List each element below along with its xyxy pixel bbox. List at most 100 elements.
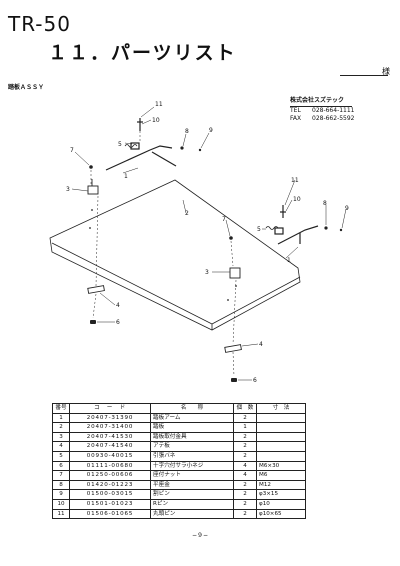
- fax-number: 028-662-5592: [312, 115, 355, 122]
- right-small-parts: [229, 226, 343, 240]
- callout-8b: 8: [323, 200, 327, 207]
- cell-code: 01111-00680: [69, 460, 151, 472]
- cell-qty: 2: [233, 508, 257, 520]
- callout-8a: 8: [185, 128, 189, 135]
- callout-7a: 7: [70, 147, 74, 154]
- cell-qty: 4: [233, 470, 257, 481]
- tel-label: TEL: [290, 107, 301, 114]
- callout-5a: 5: [118, 141, 122, 148]
- callout-4b: 4: [259, 341, 263, 348]
- company-name: 株式会社スズテック: [290, 97, 345, 104]
- cell-no: 2: [52, 422, 70, 433]
- cell-qty: 2: [233, 450, 257, 462]
- callout-6b: 6: [253, 377, 257, 384]
- cell-no: 5: [52, 450, 70, 462]
- cell-no: 11: [52, 508, 70, 520]
- page-number: −９−: [192, 532, 209, 539]
- cell-no: 4: [52, 441, 70, 452]
- cell-no: 8: [52, 479, 70, 491]
- header-qty: 個 数: [233, 403, 257, 414]
- cell-name: 平座金: [150, 479, 234, 491]
- callout-1a: 1: [124, 173, 128, 180]
- cell-qty: 2: [233, 489, 257, 500]
- cell-code: 00930-40015: [69, 450, 151, 462]
- cell-qty: 4: [233, 460, 257, 472]
- exploded-diagram: 11 10 5 8 9 7 3 1 2 4 6 11 10 8 9 5 7 1 …: [49, 101, 349, 384]
- company-block: 株式会社スズテック TEL 028-664-1111 FAX 028-662-559…: [290, 97, 355, 123]
- screws: [90, 320, 237, 382]
- callout-4a: 4: [116, 302, 120, 309]
- callout-7b: 7: [222, 216, 226, 223]
- cell-dim: [256, 412, 306, 424]
- cell-name: 踏板アーム: [150, 412, 234, 424]
- cell-no: 3: [52, 431, 70, 443]
- cell-no: 6: [52, 460, 70, 472]
- cell-qty: 1: [233, 422, 257, 433]
- callout-6a: 6: [116, 319, 120, 326]
- callout-10b: 10: [293, 196, 301, 203]
- cell-qty: 2: [233, 441, 257, 452]
- company-fax: FAX 028-662-5592: [290, 115, 355, 123]
- fax-label: FAX: [290, 115, 302, 122]
- header-dim: 寸 法: [256, 403, 306, 414]
- backing-plates: [87, 285, 242, 353]
- cell-name: 踏板: [150, 422, 234, 433]
- callout-5b: 5: [257, 226, 261, 233]
- right-bracket: [229, 267, 241, 279]
- cell-dim: M6×30: [256, 460, 306, 472]
- callout-1b: 1: [287, 257, 291, 264]
- cell-qty: 2: [233, 498, 257, 510]
- cell-code: 20407-41530: [69, 431, 151, 443]
- header-name: 名 称: [150, 403, 234, 414]
- cell-name: 引張バネ: [150, 450, 234, 462]
- cell-qty: 2: [233, 431, 257, 443]
- customer-suffix: 様: [382, 67, 390, 76]
- cell-name: 十字穴付サラ小ネジ: [150, 460, 234, 472]
- callout-11a: 11: [155, 101, 163, 108]
- tel-number: 028-664-1111: [312, 107, 355, 114]
- cell-dim: M12: [256, 479, 306, 491]
- cell-code: 01501-01023: [69, 498, 151, 510]
- leader-lines: [90, 131, 237, 377]
- left-spring: [124, 144, 138, 148]
- cell-dim: [256, 450, 306, 462]
- cell-dim: φ10: [256, 498, 306, 510]
- cell-no: 9: [52, 489, 70, 500]
- cell-dim: M6: [256, 470, 306, 481]
- cell-no: 10: [52, 498, 70, 510]
- cell-code: 20407-41540: [69, 441, 151, 452]
- cell-dim: [256, 431, 306, 443]
- callout-leaders: [71, 106, 347, 381]
- cell-qty: 2: [233, 479, 257, 491]
- cell-no: 1: [52, 412, 70, 424]
- callout-11b: 11: [291, 177, 299, 184]
- board-holes: [89, 209, 237, 301]
- cell-code: 20407-31390: [69, 412, 151, 424]
- callout-10a: 10: [152, 117, 160, 124]
- callout-9a: 9: [209, 127, 213, 134]
- cell-code: 01420-01223: [69, 479, 151, 491]
- left-small-parts: [89, 146, 202, 169]
- callout-2: 2: [185, 210, 189, 217]
- cell-code: 01506-01065: [69, 508, 151, 520]
- left-arm: [105, 118, 177, 171]
- parts-table-header: 番号 コ ー ド 名 称 個 数 寸 法: [52, 403, 306, 414]
- cell-dim: [256, 422, 306, 433]
- cell-name: 座付ナット: [150, 470, 234, 481]
- cell-code: 01500-03015: [69, 489, 151, 500]
- cell-qty: 2: [233, 412, 257, 424]
- cell-name: 割ピン: [150, 489, 234, 500]
- callout-9b: 9: [345, 205, 349, 212]
- right-spring: [265, 226, 279, 230]
- callout-3b: 3: [205, 269, 209, 276]
- cell-name: アテ板: [150, 441, 234, 452]
- page-title: １１．パーツリスト: [48, 42, 237, 64]
